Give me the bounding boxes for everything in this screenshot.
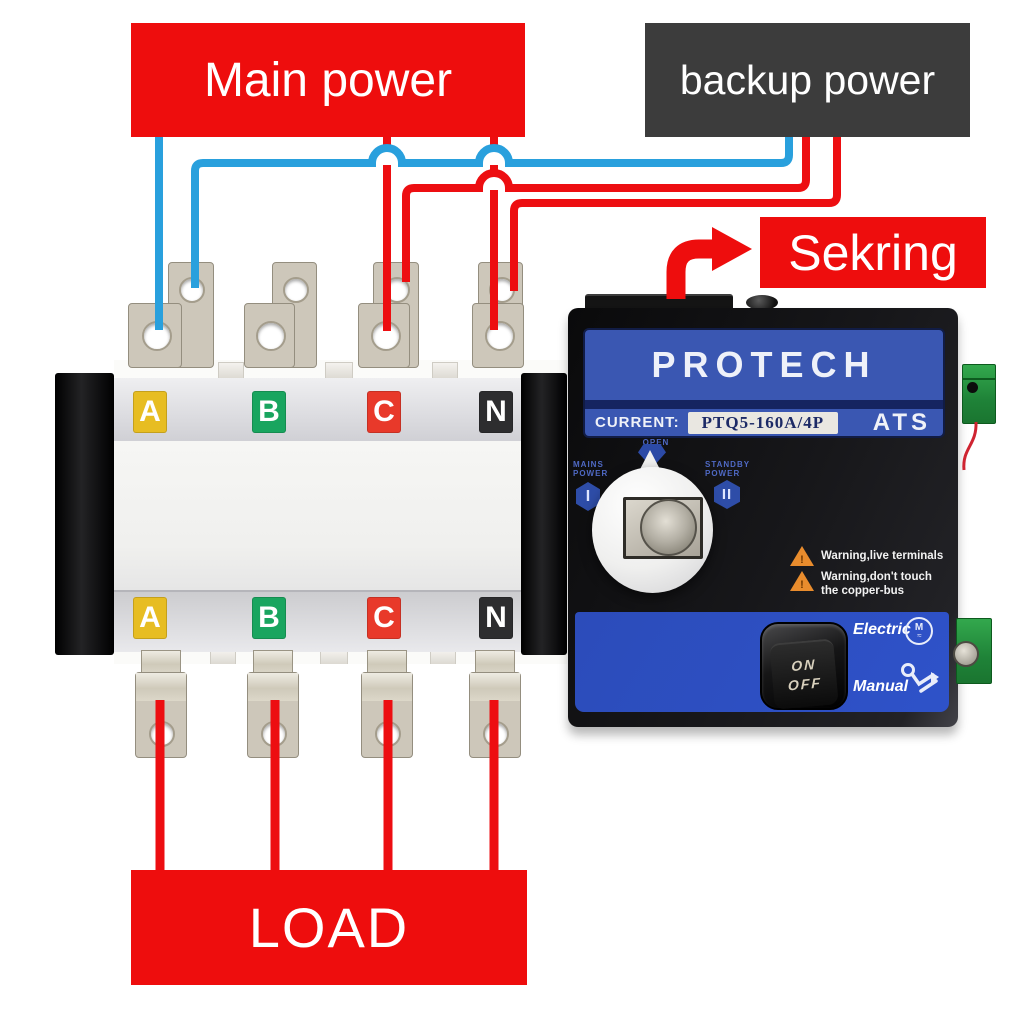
rocker-on-text: ON <box>790 655 816 675</box>
rotary-open-label: OPEN <box>642 438 670 447</box>
green-terminal-block-lower <box>953 618 992 684</box>
ats-type-label: ATS <box>872 408 931 436</box>
terminal-tab-bottom-c <box>367 650 407 675</box>
current-row: CURRENT: PTQ5-160A/4P ATS <box>585 409 943 436</box>
panel-divider <box>585 400 943 409</box>
brand-text: PROTECH <box>651 344 877 385</box>
switch-body <box>114 441 567 590</box>
wire-backup-red-1 <box>402 137 810 282</box>
terminal-lug-top-front-c <box>358 303 410 368</box>
load-text: LOAD <box>248 896 410 959</box>
phase-label-b-top: B <box>252 391 286 433</box>
terminal-lug-bottom-a <box>135 672 187 758</box>
plastic-tab <box>325 362 353 379</box>
controller-front-panel: PROTECH CURRENT: PTQ5-160A/4P ATS <box>583 328 945 438</box>
manual-label: Manual <box>853 678 909 695</box>
backup-power-banner: backup power <box>645 23 970 137</box>
switch-left-rail <box>55 373 114 655</box>
plastic-tab <box>430 650 456 664</box>
rocker-off-text: OFF <box>787 674 822 694</box>
sekring-label: Sekring <box>760 217 986 288</box>
terminal-lug-top-front-a <box>128 303 182 368</box>
main-power-banner: Main power <box>131 23 525 137</box>
plastic-tab <box>218 362 244 379</box>
manual-crank-icon <box>901 663 939 693</box>
phase-label-n-bottom: N <box>479 597 513 639</box>
sekring-arrow-icon <box>666 227 752 299</box>
top-screw-dome <box>746 295 778 310</box>
warning-copper-bus: Warning,don't touch the copper-bus <box>821 571 932 597</box>
phase-label-c-top: C <box>367 391 401 433</box>
current-label: CURRENT: <box>595 414 680 431</box>
plastic-tab <box>432 362 458 379</box>
backup-power-text: backup power <box>679 56 936 103</box>
standby-power-label: STANDBY POWER <box>705 460 751 478</box>
terminal-tab-bottom-n <box>475 650 515 675</box>
main-power-text: Main power <box>203 53 453 107</box>
terminal-lug-top-front-b <box>244 303 295 368</box>
terminal-lug-bottom-n <box>469 672 521 758</box>
load-banner: LOAD <box>131 870 527 985</box>
warning-live-terminals: Warning,live terminals <box>821 550 944 562</box>
plastic-tab <box>210 650 236 664</box>
model-plate: PTQ5-160A/4P <box>687 411 839 434</box>
motor-icon: M≈ <box>905 617 933 645</box>
brand-banner: PROTECH <box>585 330 943 400</box>
terminal-lug-bottom-b <box>247 672 299 758</box>
terminal-lug-bottom-c <box>361 672 413 758</box>
plastic-tab <box>320 650 348 664</box>
terminal-tab-bottom-a <box>141 650 181 675</box>
phase-label-a-bottom: A <box>133 597 167 639</box>
onoff-rocker-face: ON OFF <box>769 638 839 710</box>
phase-label-n-top: N <box>479 391 513 433</box>
terminal-tab-bottom-b <box>253 650 293 675</box>
terminal-lug-top-front-n <box>472 303 524 368</box>
phase-label-c-bottom: C <box>367 597 401 639</box>
green-terminal-block-upper <box>962 364 996 424</box>
mains-power-label: MAINS POWER <box>573 460 609 478</box>
knob-metal-cap <box>640 499 697 556</box>
controller-sense-wire <box>962 421 978 471</box>
phase-label-b-bottom: B <box>252 597 286 639</box>
switch-right-rail <box>521 373 567 655</box>
phase-label-a-top: A <box>133 391 167 433</box>
sekring-text: Sekring <box>788 224 958 281</box>
electric-label: Electric <box>853 621 911 638</box>
